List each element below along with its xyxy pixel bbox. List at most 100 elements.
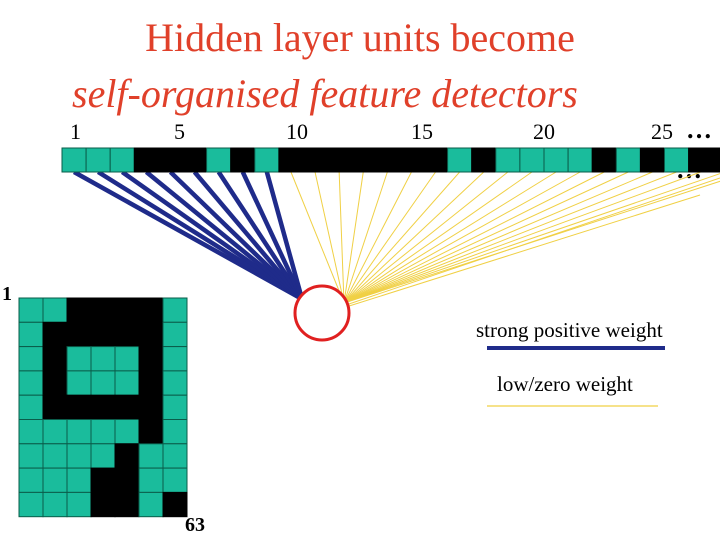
hidden-unit bbox=[689, 148, 713, 172]
input-pixel bbox=[43, 468, 67, 492]
input-pixel bbox=[67, 468, 91, 492]
input-pixel bbox=[43, 298, 67, 322]
hidden-unit bbox=[544, 148, 568, 172]
input-pixel bbox=[115, 492, 139, 516]
hidden-layer-units bbox=[62, 148, 720, 172]
input-pixel bbox=[115, 322, 139, 346]
hidden-unit bbox=[640, 148, 664, 172]
input-pixel bbox=[139, 444, 163, 468]
hidden-unit bbox=[207, 148, 231, 172]
hidden-unit bbox=[351, 148, 375, 172]
weak-weights bbox=[291, 172, 720, 307]
input-pixel bbox=[163, 468, 187, 492]
input-pixel bbox=[19, 322, 43, 346]
hidden-unit bbox=[86, 148, 110, 172]
hidden-unit bbox=[183, 148, 207, 172]
input-pixel bbox=[139, 371, 163, 395]
input-pixel bbox=[139, 395, 163, 419]
hidden-unit bbox=[110, 148, 134, 172]
input-pixel bbox=[163, 347, 187, 371]
input-pixel bbox=[67, 347, 91, 371]
input-label-last: 63 bbox=[185, 514, 205, 537]
input-pixel bbox=[19, 371, 43, 395]
input-pixel bbox=[67, 492, 91, 516]
hidden-unit bbox=[158, 148, 182, 172]
input-pixel bbox=[139, 347, 163, 371]
hidden-unit bbox=[399, 148, 423, 172]
weak-weight-line bbox=[344, 172, 720, 303]
input-pixel bbox=[115, 420, 139, 444]
hidden-unit bbox=[255, 148, 279, 172]
input-pixel bbox=[43, 395, 67, 419]
input-pixel bbox=[163, 322, 187, 346]
input-pixel bbox=[91, 347, 115, 371]
input-pixel bbox=[19, 444, 43, 468]
legend-weak-label: low/zero weight bbox=[497, 372, 633, 397]
input-pixel bbox=[163, 371, 187, 395]
hidden-unit bbox=[62, 148, 86, 172]
input-pixel bbox=[91, 444, 115, 468]
input-pixel bbox=[91, 322, 115, 346]
legend-strong-label: strong positive weight bbox=[476, 318, 663, 343]
weak-weight-line bbox=[344, 172, 677, 303]
input-pixel bbox=[91, 492, 115, 516]
strong-weights bbox=[74, 172, 302, 299]
input-pixel bbox=[19, 395, 43, 419]
hidden-unit bbox=[665, 148, 689, 172]
input-pixel bbox=[91, 371, 115, 395]
input-pixel bbox=[43, 420, 67, 444]
weak-weight-line bbox=[344, 172, 556, 303]
input-pixel bbox=[43, 322, 67, 346]
input-pixel bbox=[115, 444, 139, 468]
input-pixel bbox=[19, 347, 43, 371]
hidden-unit bbox=[592, 148, 616, 172]
input-pixel bbox=[67, 322, 91, 346]
input-label-first: 1 bbox=[2, 283, 12, 306]
hidden-unit bbox=[303, 148, 327, 172]
input-pixel bbox=[67, 371, 91, 395]
hidden-unit bbox=[568, 148, 592, 172]
input-pixel bbox=[43, 347, 67, 371]
input-pixel bbox=[91, 298, 115, 322]
input-pixel bbox=[91, 468, 115, 492]
weak-weight-line bbox=[344, 172, 532, 303]
input-pixel bbox=[139, 322, 163, 346]
input-pixel bbox=[19, 420, 43, 444]
input-pixel bbox=[19, 298, 43, 322]
strong-weight-line bbox=[219, 172, 302, 299]
input-pixel bbox=[19, 468, 43, 492]
input-pixel bbox=[43, 444, 67, 468]
hidden-unit bbox=[279, 148, 303, 172]
input-pixel bbox=[43, 492, 67, 516]
input-pixel bbox=[67, 298, 91, 322]
input-pixel bbox=[139, 468, 163, 492]
hidden-unit bbox=[713, 148, 720, 172]
input-pixel bbox=[67, 444, 91, 468]
input-pixel bbox=[139, 298, 163, 322]
weak-weight-line bbox=[344, 172, 508, 303]
hidden-unit bbox=[520, 148, 544, 172]
weak-weight-line bbox=[344, 172, 701, 303]
weak-weight-line bbox=[346, 178, 720, 305]
input-pixel bbox=[163, 420, 187, 444]
input-pixel bbox=[139, 420, 163, 444]
input-pixel bbox=[115, 298, 139, 322]
hidden-unit bbox=[327, 148, 351, 172]
hidden-unit bbox=[616, 148, 640, 172]
neuron-circle bbox=[295, 286, 349, 340]
input-pixel bbox=[163, 395, 187, 419]
input-pixel bbox=[115, 347, 139, 371]
hidden-unit bbox=[424, 148, 448, 172]
input-pixel bbox=[139, 492, 163, 516]
input-pixel bbox=[91, 395, 115, 419]
input-pixel bbox=[115, 395, 139, 419]
hidden-unit bbox=[448, 148, 472, 172]
input-pixel bbox=[91, 420, 115, 444]
hidden-unit bbox=[231, 148, 255, 172]
input-pixel bbox=[115, 371, 139, 395]
input-pixel bbox=[19, 492, 43, 516]
hidden-unit bbox=[496, 148, 520, 172]
input-pixel bbox=[43, 371, 67, 395]
input-pixel bbox=[163, 492, 187, 516]
